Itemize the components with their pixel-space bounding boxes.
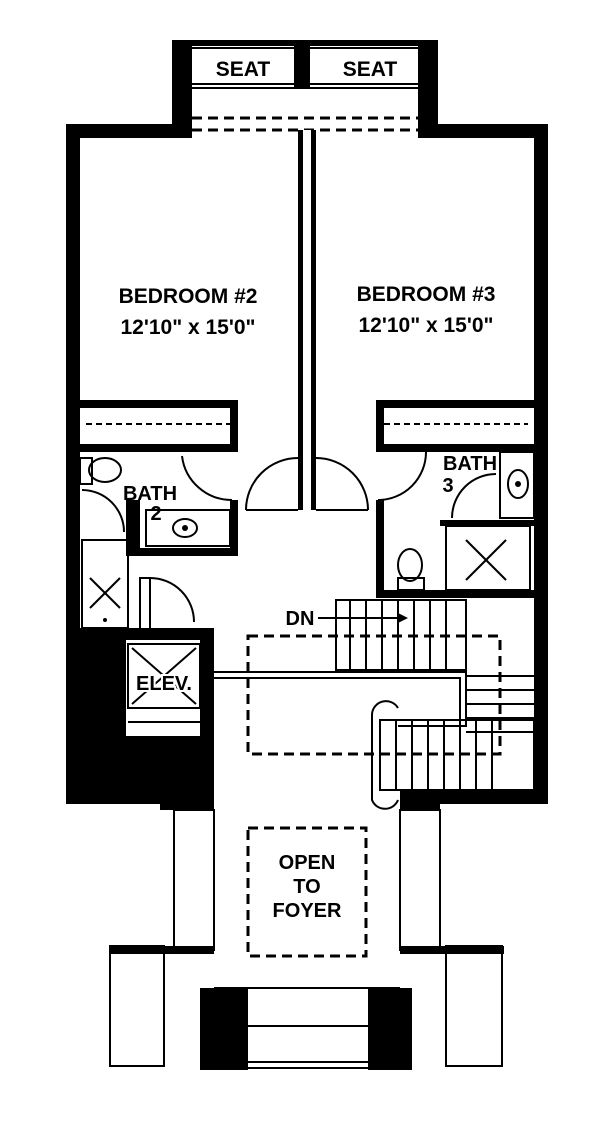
bath-2-label: BATH — [123, 483, 177, 505]
bedroom-3-size: 12'10" x 15'0" — [358, 314, 493, 337]
open-to-foyer-line2: TO — [293, 876, 320, 898]
bedroom-2-size: 12'10" x 15'0" — [120, 316, 255, 339]
bedroom-2-label: BEDROOM #2 — [119, 285, 258, 308]
closet-right — [376, 400, 534, 452]
elevator-shaft — [66, 577, 214, 804]
open-to-foyer-line1: OPEN — [279, 852, 336, 874]
seat-label-left: SEAT — [216, 58, 271, 81]
bath-2-number: 2 — [150, 503, 161, 525]
hall-doors — [245, 457, 369, 511]
foyer-area — [109, 790, 504, 1070]
bath-3-number: 3 — [442, 475, 453, 497]
bath-3 — [376, 451, 535, 598]
seat-label-right: SEAT — [343, 58, 398, 81]
window-seat-bay — [172, 40, 438, 132]
staircase — [214, 599, 535, 810]
open-to-foyer-line3: FOYER — [273, 900, 342, 922]
bedroom-3-label: BEDROOM #3 — [357, 283, 496, 306]
center-wall — [298, 130, 316, 510]
closet-left — [80, 400, 238, 452]
bath-2 — [79, 455, 238, 629]
bath-3-label: BATH — [443, 453, 497, 475]
stair-down-label: DN — [286, 608, 315, 630]
elevator-label: ELEV. — [136, 673, 192, 695]
